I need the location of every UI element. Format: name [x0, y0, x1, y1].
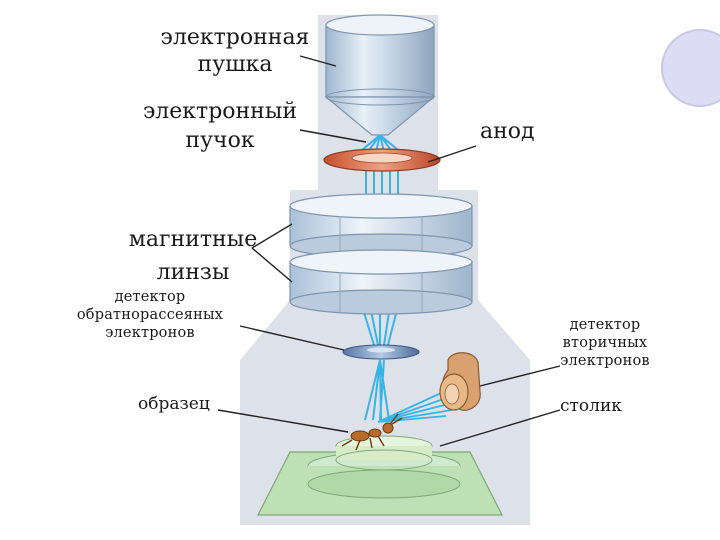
label-backscatter-detector-line3: электронов [62, 326, 238, 341]
label-electron-beam: электронный пучок [140, 100, 300, 152]
label-secondary-detector-line1: детектор [550, 318, 660, 333]
label-stage: столик [560, 398, 622, 416]
accent-circle [662, 30, 720, 106]
label-magnetic-lenses: магнитные линзы [128, 228, 258, 284]
label-electron-beam-line1: электронный [140, 100, 300, 123]
label-secondary-detector-line3: электронов [550, 354, 660, 369]
anode-ring [324, 149, 440, 171]
label-magnetic-lenses-line2: линзы [128, 261, 258, 284]
label-backscatter-detector: детектор обратнорассеяных электронов [62, 290, 238, 342]
label-magnetic-lenses-line1: магнитные [128, 228, 258, 251]
label-backscatter-detector-line2: обратнорассеяных [62, 308, 238, 323]
label-electron-gun: электронная пушка [160, 26, 310, 76]
label-secondary-detector-line2: вторичных [550, 336, 660, 351]
label-electron-beam-line2: пучок [140, 129, 300, 152]
label-secondary-detector: детектор вторичных электронов [550, 318, 660, 370]
label-electron-gun-line1: электронная [160, 26, 310, 49]
label-sample: образец [138, 396, 210, 414]
magnetic-lens-lower [290, 250, 472, 314]
backscatter-detector-disc [343, 345, 419, 359]
label-backscatter-detector-line1: детектор [62, 290, 238, 305]
magnetic-lens-upper [290, 194, 472, 258]
label-anode: анод [480, 120, 535, 143]
label-electron-gun-line2: пушка [160, 53, 310, 76]
